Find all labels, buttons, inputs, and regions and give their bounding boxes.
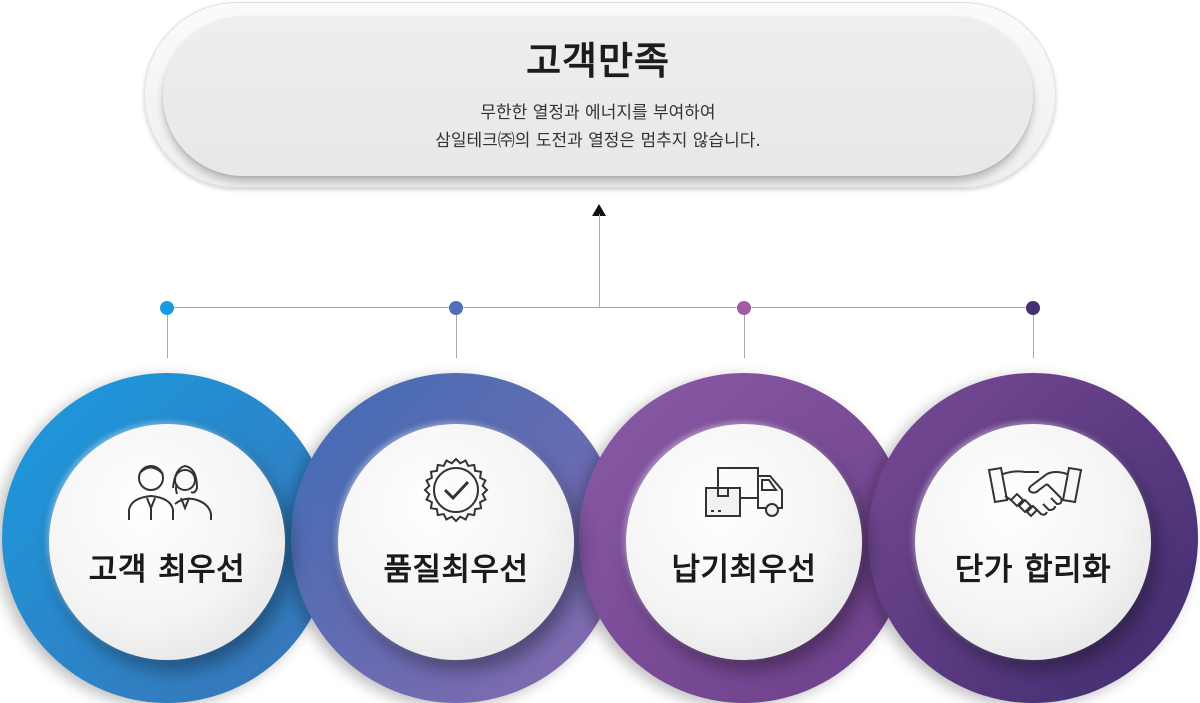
delivery-truck-icon [705,467,783,517]
circle-price [915,424,1151,660]
up-arrow-icon [592,204,606,216]
circle-customer [49,424,285,660]
item-label-customer: 고객 최우선 [88,552,246,588]
item-label-price: 단가 합리화 [954,552,1112,588]
quality-badge-icon [423,458,489,522]
item-label-delivery: 납기최우선 [671,552,817,588]
connector-dot-2 [449,301,463,315]
connector-1 [167,308,168,358]
connector-vertical-main [599,214,600,307]
connector-4 [1033,308,1034,358]
header-capsule [163,16,1033,176]
connector-horizontal [167,307,1034,308]
connector-dot-1 [160,301,174,315]
connector-2 [456,308,457,358]
customers-icon [128,464,212,520]
connector-3 [744,308,745,358]
handshake-icon [987,466,1083,518]
header-title: 고객만족 [526,39,670,83]
connector-dot-3 [737,301,751,315]
connector-dot-4 [1026,301,1040,315]
circle-quality [338,424,574,660]
circle-delivery [626,424,862,660]
item-label-quality: 품질최우선 [383,552,529,588]
header-subtitle-line1: 무한한 열정과 에너지를 부여하여 [480,103,716,123]
header-subtitle-line2: 삼일테크㈜의 도전과 열정은 멈추지 않습니다. [435,131,761,151]
